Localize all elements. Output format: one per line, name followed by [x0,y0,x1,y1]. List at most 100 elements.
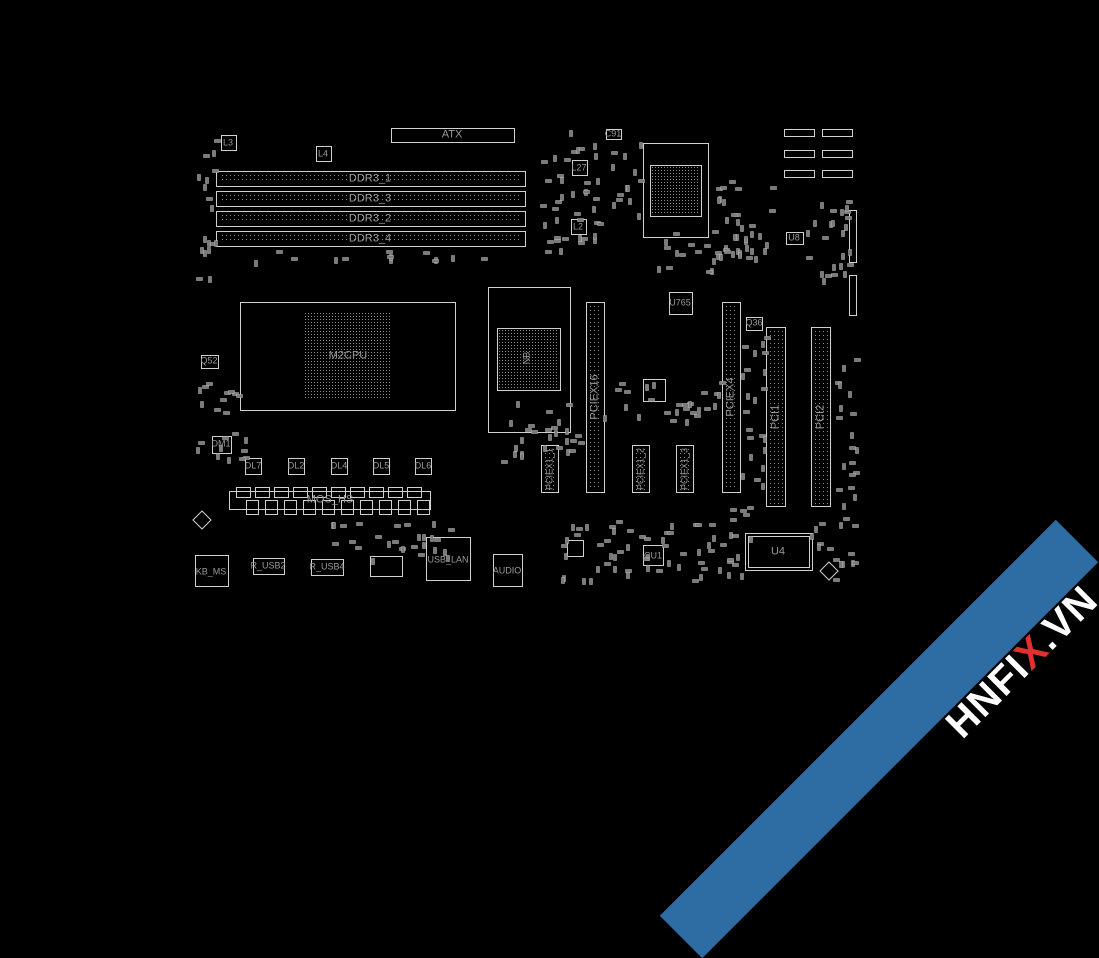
smd-pad[interactable] [841,230,845,237]
mosfet-bottom[interactable] [246,500,259,515]
smd-pad[interactable] [203,250,207,257]
smd-pad[interactable] [712,258,716,265]
mosfet-top[interactable] [407,487,422,498]
smd-pad[interactable] [564,553,568,560]
smd-pad[interactable] [219,445,223,452]
smd-pad[interactable] [709,523,716,527]
smd-pad[interactable] [574,533,581,537]
smd-pad[interactable] [839,561,843,568]
ddr3-2-slot[interactable] [216,211,526,227]
smd-pad[interactable] [578,441,585,445]
smd-pad[interactable] [813,220,817,227]
mosfet-top[interactable] [331,487,346,498]
smd-pad[interactable] [838,382,842,389]
mosfet-bottom[interactable] [322,500,335,515]
smd-pad[interactable] [627,529,634,533]
ddr3-4-slot[interactable] [216,231,526,247]
smd-pad[interactable] [730,518,737,522]
smd-pad[interactable] [750,248,754,255]
smd-pad[interactable] [531,430,538,434]
smd-pad[interactable] [592,206,596,213]
smd-pad[interactable] [758,233,762,240]
smd-pad[interactable] [761,341,765,348]
smd-pad[interactable] [847,263,854,267]
smd-pad[interactable] [340,524,347,528]
smd-pad[interactable] [617,550,624,554]
smd-pad[interactable] [594,153,598,160]
smd-pad[interactable] [554,430,558,437]
smd-pad[interactable] [582,578,586,585]
smd-pad[interactable] [744,236,748,243]
smd-pad[interactable] [764,336,771,340]
mosfet-top[interactable] [236,487,251,498]
smd-pad[interactable] [205,177,209,184]
smd-pad[interactable] [753,350,757,357]
smd-pad[interactable] [604,539,611,543]
smd-pad[interactable] [443,549,447,556]
smd-pad[interactable] [624,404,628,411]
fan-header[interactable] [784,170,815,178]
smd-pad[interactable] [722,199,726,206]
smd-pad[interactable] [571,524,575,531]
pciex4-slot[interactable] [722,302,741,493]
smd-pad[interactable] [569,130,573,137]
smd-pad[interactable] [749,224,756,228]
smd-pad[interactable] [644,537,651,541]
smd-pad[interactable] [664,411,671,415]
smd-pad[interactable] [232,432,239,436]
smd-pad[interactable] [720,543,727,547]
smd-pad[interactable] [675,409,679,416]
smd-pad[interactable] [355,546,362,550]
smd-pad[interactable] [718,567,722,574]
smd-pad[interactable] [854,358,861,362]
smd-pad[interactable] [694,414,701,418]
smd-pad[interactable] [404,523,411,527]
smd-pad[interactable] [699,574,703,581]
mosfet-top[interactable] [274,487,289,498]
smd-pad[interactable] [208,276,212,283]
smd-pad[interactable] [763,447,767,454]
smd-pad[interactable] [717,392,721,399]
smd-pad[interactable] [770,186,777,190]
smd-pad[interactable] [577,218,584,222]
smd-pad[interactable] [855,447,859,454]
smd-pad[interactable] [844,224,848,231]
smd-pad[interactable] [200,401,204,408]
smd-pad[interactable] [356,522,363,526]
usb-lan-connector[interactable] [426,537,471,581]
smd-pad[interactable] [394,524,401,528]
smd-pad[interactable] [712,230,719,234]
smd-pad[interactable] [561,544,568,548]
smd-pad[interactable] [222,436,229,440]
r-usb4-connector[interactable] [311,559,344,576]
smd-pad[interactable] [593,233,597,240]
smd-pad[interactable] [546,410,553,414]
smd-pad[interactable] [612,528,616,535]
smd-pad[interactable] [612,202,616,209]
l3-inductor[interactable] [221,135,237,151]
smd-pad[interactable] [509,420,513,427]
smd-pad[interactable] [769,209,776,213]
smd-pad[interactable] [203,184,207,191]
smd-pad[interactable] [736,219,740,226]
smd-pad[interactable] [843,271,847,278]
smd-pad[interactable] [820,202,824,209]
smd-pad[interactable] [761,483,765,490]
smd-pad[interactable] [596,178,600,185]
smd-pad[interactable] [446,555,450,562]
smd-pad[interactable] [589,578,593,585]
smd-pad[interactable] [411,545,418,549]
smd-pad[interactable] [836,416,843,420]
smd-pad[interactable] [701,391,708,395]
smd-pad[interactable] [432,521,436,528]
smd-pad[interactable] [617,193,624,197]
smd-pad[interactable] [645,384,649,391]
l27-inductor[interactable] [572,160,588,176]
smd-pad[interactable] [548,434,552,441]
smd-pad[interactable] [743,410,750,414]
smd-pad[interactable] [559,248,563,255]
smd-pad[interactable] [831,273,838,277]
smd-pad[interactable] [759,434,766,438]
smd-pad[interactable] [613,566,617,573]
